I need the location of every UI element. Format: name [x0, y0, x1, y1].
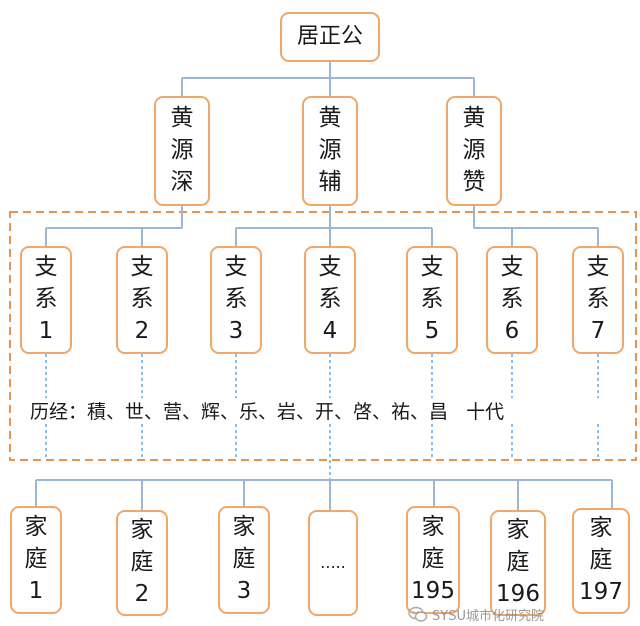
- family-node-3: 家 庭 3: [218, 506, 270, 614]
- branch-node-2: 支 系 2: [116, 246, 168, 354]
- branch-node-1: 支 系 1: [20, 246, 72, 354]
- branch-node-5: 支 系 5: [406, 246, 458, 354]
- son-node-1: 黄 源 深: [154, 96, 210, 206]
- branch-node-6: 支 系 6: [486, 246, 538, 354]
- family-node-197: 家 庭 197: [572, 508, 630, 614]
- root-node: 居正公: [280, 12, 380, 62]
- son-node-2: 黄 源 辅: [302, 96, 358, 206]
- root-connectors: [181, 62, 475, 96]
- family-node-1: 家 庭 1: [10, 506, 62, 614]
- son-connectors: [45, 206, 599, 246]
- family-node-2: 家 庭 2: [116, 510, 168, 616]
- generation-dashed-lines: [45, 354, 599, 480]
- watermark-text: SYSU城市化研究院: [432, 608, 544, 624]
- watermark: SYSU城市化研究院: [408, 604, 544, 624]
- branch-node-3: 支 系 3: [210, 246, 262, 354]
- family-connectors: [35, 479, 613, 510]
- family-node-ellipsis: .....: [308, 510, 358, 616]
- family-node-195: 家 庭 195: [406, 506, 460, 614]
- son-node-3: 黄 源 赞: [446, 96, 502, 206]
- branches-group-outline: [9, 211, 637, 461]
- branch-node-4: 支 系 4: [304, 246, 356, 354]
- branch-node-7: 支 系 7: [572, 246, 624, 354]
- wechat-icon: [408, 606, 428, 622]
- family-node-196: 家 庭 196: [490, 510, 546, 616]
- generations-note: 历经：積、世、营、辉、乐、岩、开、啓、祐、昌 十代: [30, 401, 505, 423]
